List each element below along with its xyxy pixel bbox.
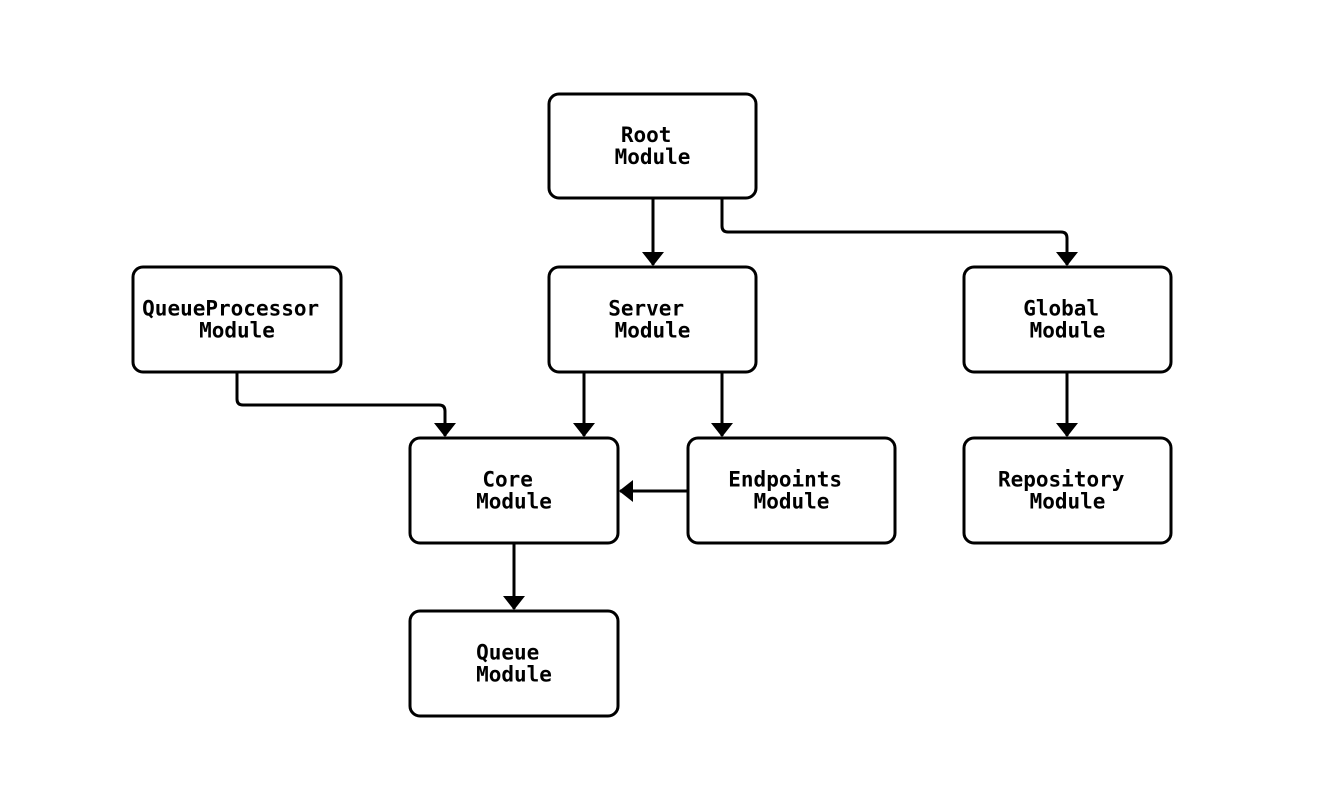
node-endpoints: Endpoints Module [686, 436, 897, 545]
node-core: Core Module [408, 436, 620, 545]
node-queue-label: Queue Module [476, 634, 552, 687]
node-global: Global Module [962, 265, 1173, 374]
node-server-box [547, 265, 758, 374]
node-queue: Queue Module [408, 609, 620, 718]
node-queue-box [408, 609, 620, 718]
node-root-label: Root Module [615, 116, 691, 169]
node-global-box [962, 265, 1173, 374]
node-server: Server Module [547, 265, 758, 374]
node-endpoints-box [686, 436, 897, 545]
node-repository-label: Repository Module [998, 461, 1137, 514]
node-global-label: Global Module [1023, 290, 1112, 343]
node-endpoints-label: Endpoints Module [728, 461, 854, 514]
node-core-box [408, 436, 620, 545]
node-queueprocessor: QueueProcessor Module [131, 265, 343, 374]
edge-root-to-global [720, 198, 1078, 266]
node-queueprocessor-box [131, 265, 343, 374]
node-root: Root Module [547, 92, 758, 200]
node-repository-box [962, 436, 1173, 545]
node-repository: Repository Module [962, 436, 1173, 545]
node-root-box [547, 92, 758, 200]
node-core-label: Core Module [476, 461, 552, 514]
node-server-label: Server Module [608, 290, 697, 343]
edge-queueprocessor-to-core [235, 372, 456, 437]
node-queueprocessor-label: QueueProcessor Module [142, 290, 332, 343]
